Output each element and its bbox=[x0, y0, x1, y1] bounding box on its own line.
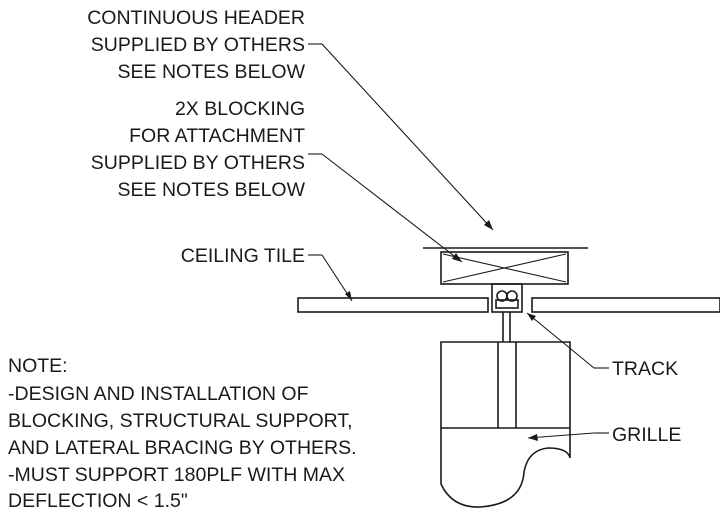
note-title: NOTE: bbox=[8, 355, 68, 377]
note-line-3: AND LATERAL BRACING BY OTHERS. bbox=[8, 437, 357, 459]
grille-leader bbox=[527, 432, 609, 441]
header-leader bbox=[308, 43, 494, 231]
grille bbox=[440, 341, 571, 508]
blocking-box bbox=[440, 251, 569, 285]
blocking-label-line-1: 2X BLOCKING bbox=[175, 98, 305, 120]
blocking-callout: 2X BLOCKING FOR ATTACHMENT SUPPLIED BY O… bbox=[91, 98, 306, 201]
track-leader bbox=[526, 312, 609, 369]
ceiling-tile-left bbox=[297, 297, 489, 313]
ceiling-tile-right bbox=[531, 297, 720, 313]
header-label-line-1: CONTINUOUS HEADER bbox=[87, 7, 305, 29]
grille-label: GRILLE bbox=[612, 424, 681, 446]
note-block: NOTE: -DESIGN AND INSTALLATION OF BLOCKI… bbox=[8, 355, 357, 512]
note-line-1: -DESIGN AND INSTALLATION OF bbox=[8, 383, 309, 405]
blocking-label-line-4: SEE NOTES BELOW bbox=[118, 179, 306, 201]
header-label-line-2: SUPPLIED BY OTHERS bbox=[91, 34, 305, 56]
track-label: TRACK bbox=[612, 358, 678, 380]
ceiling-tile-label: CEILING TILE bbox=[181, 245, 305, 267]
header-label-line-3: SEE NOTES BELOW bbox=[118, 61, 306, 83]
note-line-2: BLOCKING, STRUCTURAL SUPPORT, bbox=[8, 410, 353, 432]
blocking-label-line-3: SUPPLIED BY OTHERS bbox=[91, 152, 305, 174]
note-line-4: -MUST SUPPORT 180PLF WITH MAX bbox=[8, 464, 345, 486]
track bbox=[491, 283, 523, 342]
blocking-leader bbox=[308, 153, 463, 263]
header-callout: CONTINUOUS HEADER SUPPLIED BY OTHERS SEE… bbox=[87, 7, 305, 83]
ceiling-tile-leader bbox=[308, 254, 353, 302]
note-line-5: DEFLECTION < 1.5" bbox=[8, 490, 188, 512]
blocking-label-line-2: FOR ATTACHMENT bbox=[129, 125, 305, 147]
